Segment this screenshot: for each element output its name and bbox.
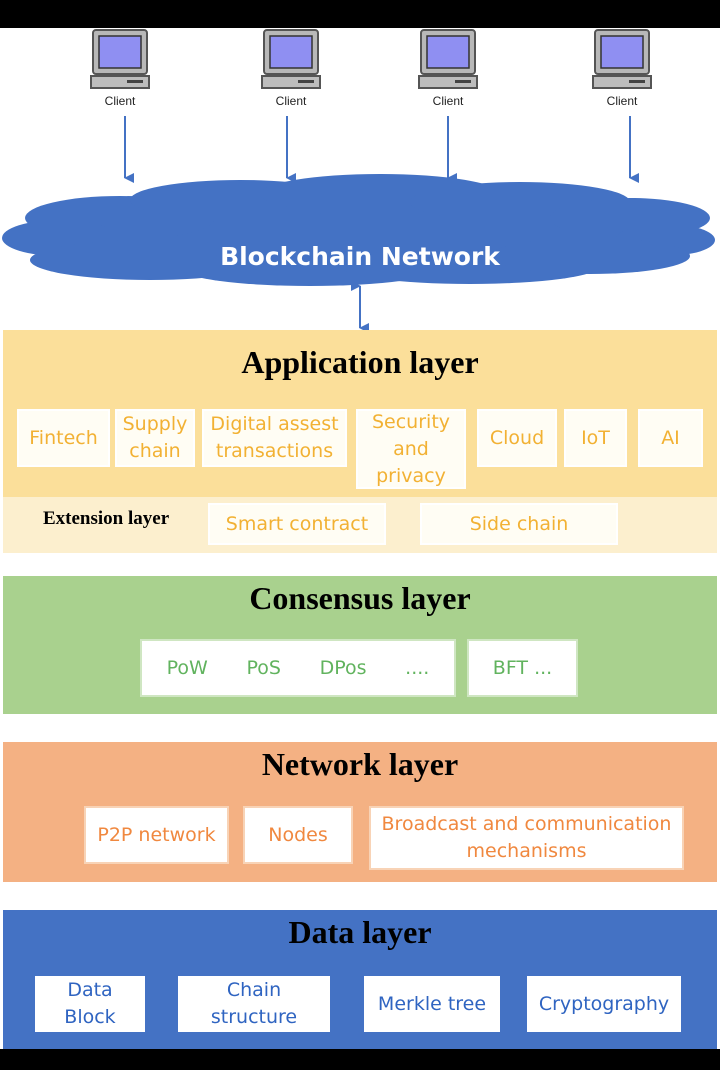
blockchain-cloud — [2, 174, 715, 286]
layer-title: Network layer — [261, 746, 459, 782]
layer-title: Consensus layer — [249, 580, 471, 616]
app-item-iot: IoT — [564, 409, 627, 467]
consensus-bft: BFT ... — [467, 639, 578, 697]
layer-title: Data layer — [288, 914, 432, 950]
data-item-cryptography: Cryptography — [527, 976, 681, 1032]
computer-icon — [261, 29, 321, 89]
diagram-canvas: Client Client Client Client — [0, 28, 720, 1049]
data-layer: Data layer Data Block Chain structure Me… — [3, 910, 717, 1049]
consensus-layer: Consensus layer PoW PoS DPos .... BFT ..… — [3, 576, 717, 714]
computer-icon — [592, 29, 652, 89]
client-label: Client — [104, 94, 136, 108]
app-item-supply-chain: Supply chain — [115, 409, 195, 467]
data-item-merkle-tree: Merkle tree — [364, 976, 500, 1032]
data-item-block: Data Block — [35, 976, 145, 1032]
layer-title: Application layer — [241, 344, 479, 380]
consensus-pow: PoW — [166, 656, 208, 679]
client-label: Client — [606, 94, 638, 108]
computer-icon — [418, 29, 478, 89]
network-item-p2p: P2P network — [84, 806, 229, 864]
app-item-ai: AI — [638, 409, 703, 467]
app-item-fintech: Fintech — [17, 409, 110, 467]
network-layer: Network layer P2P network Nodes Broadcas… — [3, 742, 717, 882]
computer-icon — [90, 29, 150, 89]
consensus-pos: PoS — [246, 656, 281, 679]
client-label: Client — [432, 94, 464, 108]
network-item-broadcast: Broadcast and communication mechanisms — [369, 806, 684, 870]
client-node: Client — [80, 28, 160, 108]
ext-item-smart-contract: Smart contract — [208, 503, 386, 545]
consensus-group: PoW PoS DPos .... — [140, 639, 456, 697]
application-layer: Application layer Fintech Supply chain D… — [3, 330, 717, 497]
network-item-nodes: Nodes — [243, 806, 353, 864]
cloud-label: Blockchain Network — [220, 242, 500, 271]
app-item-security: Security and privacy — [356, 409, 466, 489]
ext-item-side-chain: Side chain — [420, 503, 618, 545]
data-item-chain-structure: Chain structure — [178, 976, 330, 1032]
app-item-cloud: Cloud — [477, 409, 557, 467]
consensus-dpos: DPos — [319, 656, 367, 679]
client-label: Client — [275, 94, 307, 108]
client-arrows — [2, 116, 715, 333]
app-item-digital-assets: Digital assest transactions — [202, 409, 347, 467]
consensus-ellipsis: .... — [405, 656, 430, 679]
client-node: Client — [251, 28, 331, 108]
client-node: Client — [582, 28, 662, 108]
extension-layer: Extension layer Smart contract Side chai… — [3, 497, 717, 553]
client-node: Client — [408, 28, 488, 108]
extension-title: Extension layer — [43, 508, 170, 529]
